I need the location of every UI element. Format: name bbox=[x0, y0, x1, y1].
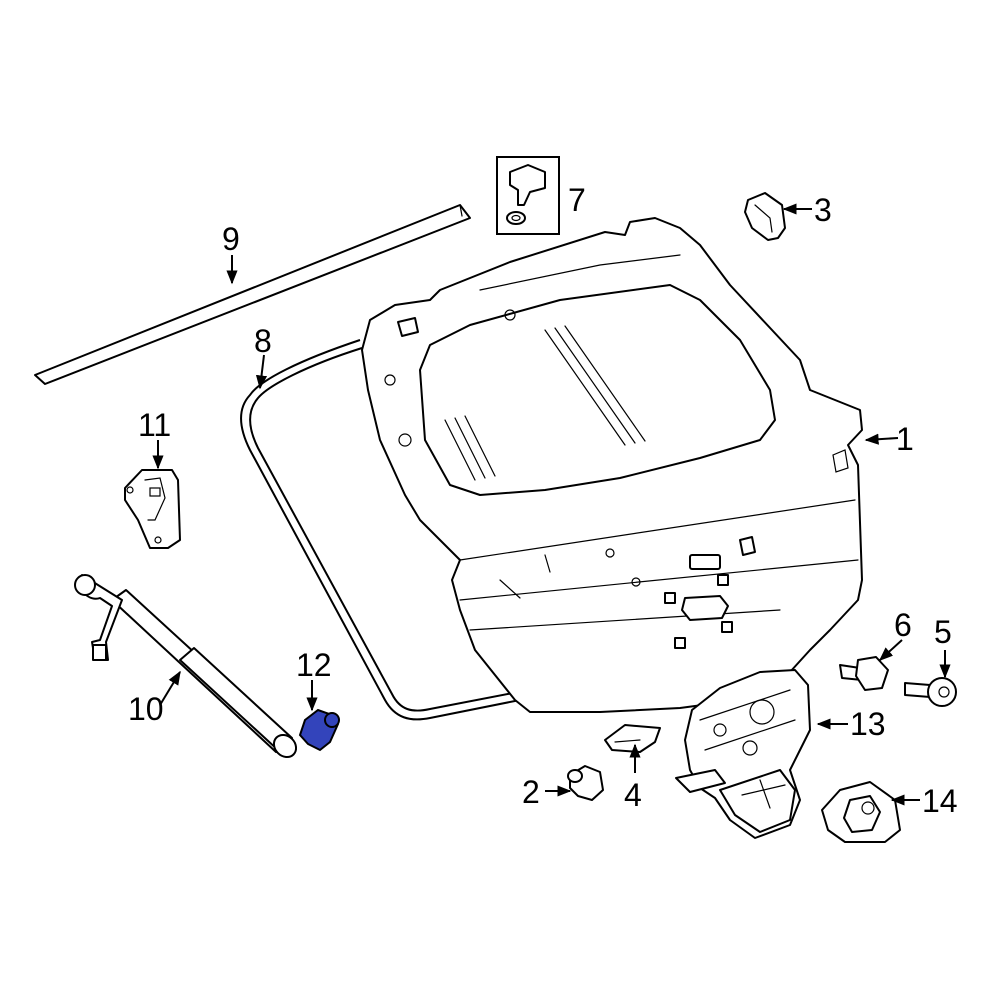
callout-2: 2 bbox=[522, 774, 540, 810]
callout-labels: 1 2 3 4 5 6 7 8 9 10 11 12 13 14 bbox=[128, 182, 958, 819]
callout-11: 11 bbox=[138, 407, 171, 443]
callout-3: 3 bbox=[814, 192, 832, 228]
part-4-license-lamp[interactable] bbox=[604, 724, 661, 753]
callout-13: 13 bbox=[850, 706, 886, 742]
part-3-bumper[interactable] bbox=[744, 192, 786, 241]
part-9-roof-molding[interactable] bbox=[34, 204, 471, 385]
part-7-bracket[interactable] bbox=[496, 156, 560, 235]
callout-5: 5 bbox=[934, 614, 952, 650]
callout-6: 6 bbox=[894, 607, 912, 643]
part-2-bumper[interactable] bbox=[567, 765, 604, 801]
part-11-hinge[interactable] bbox=[124, 469, 181, 549]
callout-4: 4 bbox=[624, 777, 642, 813]
callout-7: 7 bbox=[568, 182, 586, 218]
part-8-weatherstrip[interactable] bbox=[240, 339, 521, 721]
part-14-striker[interactable] bbox=[821, 781, 901, 843]
callout-12: 12 bbox=[296, 647, 332, 683]
callout-8: 8 bbox=[254, 323, 272, 359]
part-6-bolt[interactable] bbox=[839, 656, 889, 691]
leader-lines bbox=[152, 203, 951, 806]
callout-9: 9 bbox=[222, 221, 240, 257]
callout-1: 1 bbox=[896, 421, 914, 457]
part-10-gas-strut[interactable] bbox=[74, 574, 301, 762]
part-5-pin[interactable] bbox=[904, 677, 957, 707]
part-1-liftgate[interactable] bbox=[361, 217, 863, 713]
part-12-ball-stud[interactable] bbox=[298, 708, 340, 752]
part-12-ball-stud-head bbox=[324, 712, 340, 728]
callout-14: 14 bbox=[922, 783, 958, 819]
callout-10: 10 bbox=[128, 691, 164, 727]
part-13-latch[interactable] bbox=[675, 669, 811, 839]
